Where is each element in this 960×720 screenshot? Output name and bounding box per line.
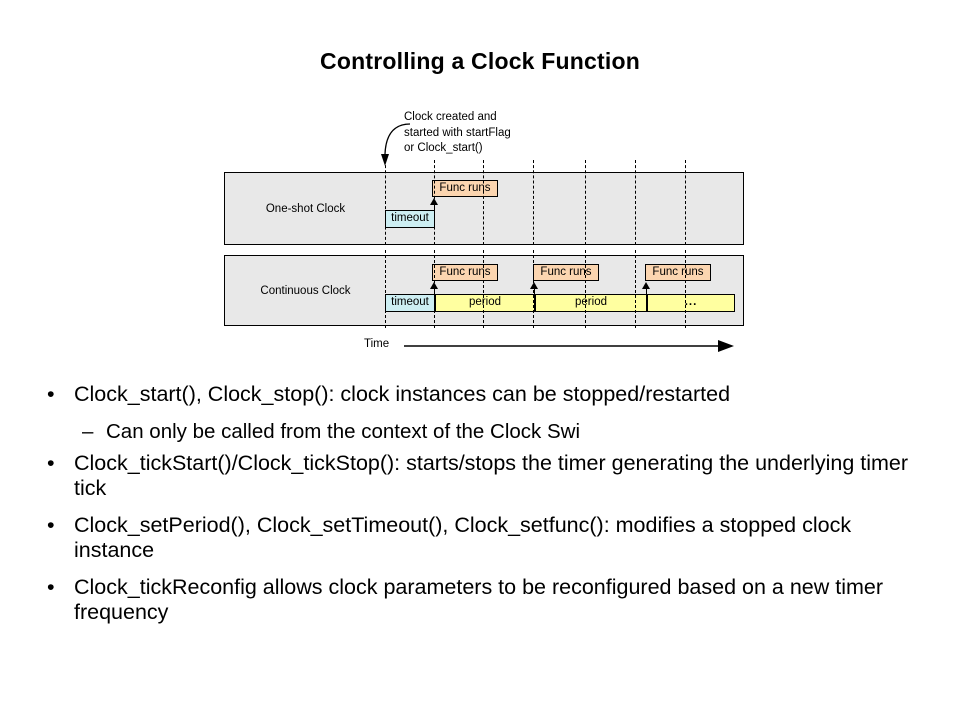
tick-line (533, 160, 534, 245)
tick-line (533, 250, 534, 328)
bullet-item: • Clock_tickStart()/Clock_tickStop(): st… (44, 451, 924, 502)
tick-line (585, 250, 586, 328)
bullet-marker: • (47, 382, 55, 406)
bullet-item: • Clock_start(), Clock_stop(): clock ins… (44, 382, 924, 408)
tick-line (434, 160, 435, 245)
sub-bullet-text: Can only be called from the context of t… (106, 419, 581, 443)
bullet-marker: • (47, 512, 55, 537)
tick-line (483, 160, 484, 245)
bullet-list: • Clock_start(), Clock_stop(): clock ins… (44, 382, 924, 637)
bullet-marker: • (47, 450, 55, 475)
tick-line (635, 160, 636, 245)
timeout-box: timeout (385, 294, 435, 312)
sub-bullet-item: – Can only be called from the context of… (44, 419, 924, 444)
row-label-one-shot: One-shot Clock (265, 202, 346, 215)
page-title: Controlling a Clock Function (320, 48, 640, 74)
row-label-continuous: Continuous Clock (260, 284, 351, 297)
bullet-text: Clock_setPeriod(), Clock_setTimeout(), C… (74, 512, 852, 563)
func-runs-box: Func runs (432, 180, 498, 197)
bullet-text: Clock_tickStart()/Clock_tickStop(): star… (74, 450, 909, 501)
clock-timing-diagram: Clock created and started with startFlag… (224, 111, 744, 352)
period-ellipsis-box: ... (647, 294, 735, 312)
tick-line (385, 250, 386, 328)
bullet-item: • Clock_setPeriod(), Clock_setTimeout(),… (44, 513, 924, 564)
period-box: period (535, 294, 647, 312)
tick-line (483, 250, 484, 328)
func-runs-box: Func runs (533, 264, 599, 281)
bullet-text: Clock_tickReconfig allows clock paramete… (74, 574, 884, 625)
tick-line (585, 160, 586, 245)
tick-line (385, 160, 386, 245)
func-runs-box: Func runs (645, 264, 711, 281)
period-box: period (435, 294, 535, 312)
time-axis-label: Time (364, 338, 390, 350)
tick-line (685, 250, 686, 328)
bullet-item: • Clock_tickReconfig allows clock parame… (44, 575, 924, 626)
bullet-marker: • (47, 574, 55, 599)
sub-bullet-marker: – (82, 419, 94, 443)
bullet-text: Clock_start(), Clock_stop(): clock insta… (74, 382, 731, 406)
func-runs-box: Func runs (432, 264, 498, 281)
right-arrow-icon (404, 340, 734, 352)
tick-line (635, 250, 636, 328)
callout-text: Clock created and started with startFlag… (404, 111, 511, 154)
tick-line (685, 160, 686, 245)
curved-down-arrow-icon (381, 123, 411, 166)
tick-line (434, 250, 435, 328)
timeout-box: timeout (385, 210, 435, 228)
